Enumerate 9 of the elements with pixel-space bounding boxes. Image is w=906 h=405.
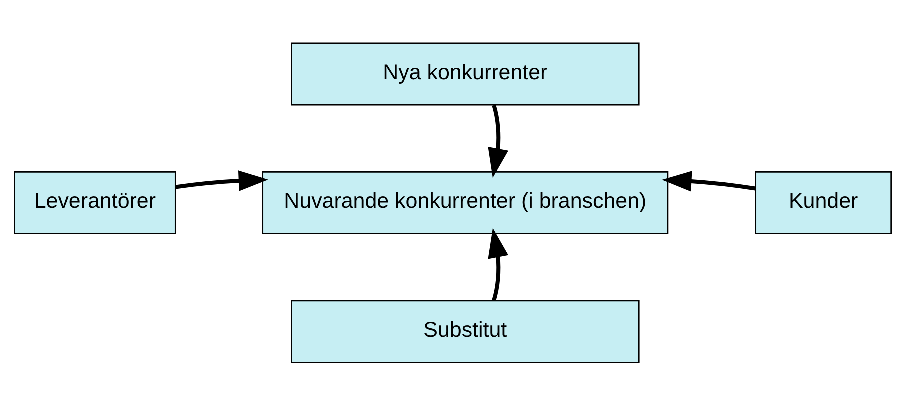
- node-box: Leverantörer: [14, 170, 176, 234]
- arrow: [176, 170, 268, 191]
- node-box: Substitut: [291, 300, 640, 363]
- node-box: Nuvarande konkurrenter (i branschen): [262, 170, 669, 234]
- arrow: [662, 170, 756, 192]
- node-box: Kunder: [755, 170, 892, 234]
- arrow: [488, 104, 509, 178]
- arrow: [488, 228, 509, 301]
- node-box: Nya konkurrenter: [291, 42, 640, 106]
